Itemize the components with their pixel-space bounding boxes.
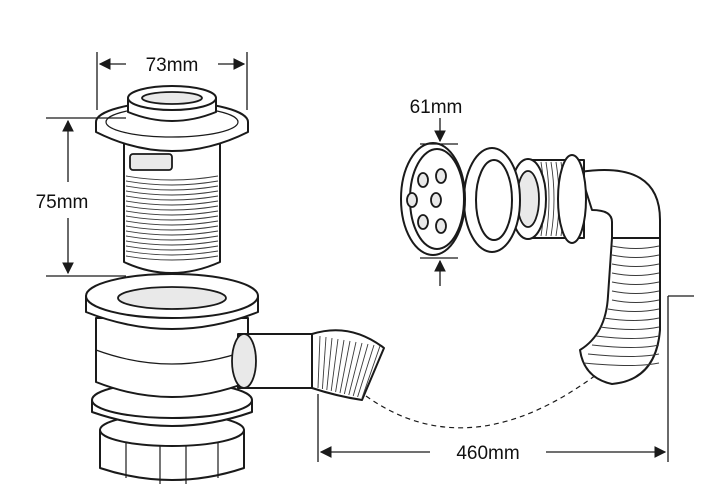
label-waste-height: 75mm [36, 192, 89, 213]
hose-dashed-line [365, 371, 601, 429]
dim-hose-length: 460mm [317, 295, 694, 464]
label-overflow-diameter: 61mm [410, 97, 463, 118]
overflow-assembly [400, 142, 661, 256]
hose-right [579, 237, 661, 385]
waste-body-assembly [85, 273, 321, 484]
dim-waste-diameter: 73mm [96, 52, 248, 110]
overflow-holes [406, 168, 447, 234]
label-waste-diameter: 73mm [146, 55, 199, 76]
waste-plug-assembly [95, 85, 249, 274]
dim-overflow-diameter: 61mm [410, 97, 463, 286]
label-hose-length: 460mm [456, 443, 519, 464]
dim-waste-height: 75mm [36, 117, 126, 277]
hose-left [311, 329, 385, 401]
